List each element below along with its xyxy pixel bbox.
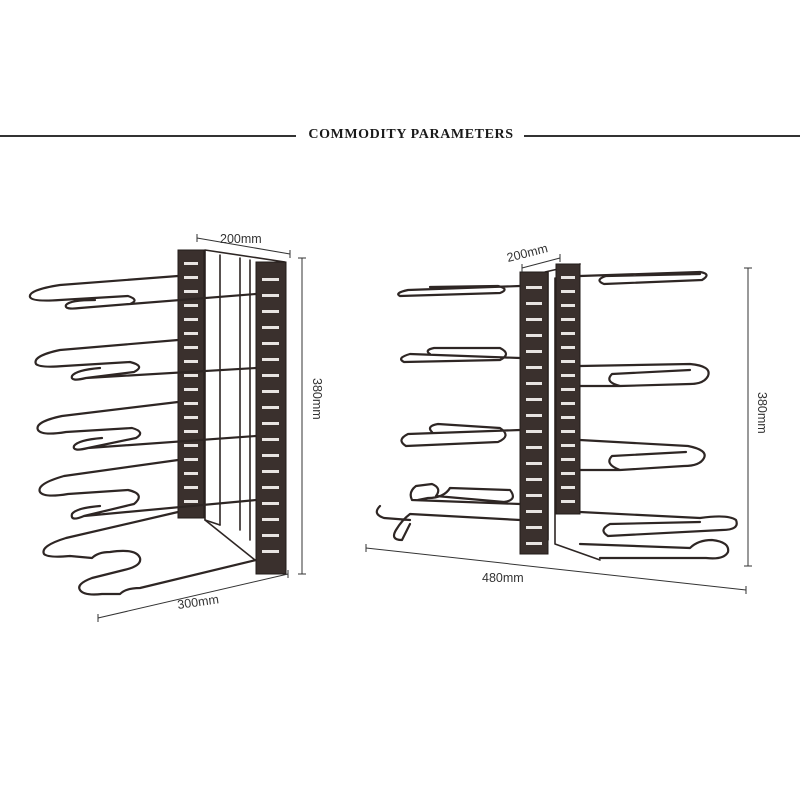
left-rack-dimension-lines	[97, 234, 306, 622]
header-rule-right	[524, 135, 800, 137]
left-width-label: 300mm	[176, 592, 219, 612]
left-rack-front-post	[255, 261, 287, 575]
left-depth-label: 200mm	[220, 232, 262, 246]
header-rule-left	[0, 135, 296, 137]
left-rack-back-post-slots	[184, 262, 198, 503]
right-rack-shelf-wires	[375, 270, 738, 560]
left-rack-shelf-wires	[28, 274, 258, 596]
right-rack-front-post-slots	[526, 286, 542, 545]
right-width-label: 480mm	[482, 571, 524, 585]
left-pan-rack-image	[28, 234, 306, 622]
right-pan-rack-image	[365, 254, 752, 594]
right-rack-back-post-slots	[561, 276, 575, 503]
left-rack-front-post-slots	[262, 278, 279, 553]
right-rack-dimension-lines	[365, 254, 752, 594]
right-height-label: 380mm	[755, 392, 769, 434]
left-height-label: 380mm	[310, 378, 324, 420]
section-title: COMMODITY PARAMETERS	[308, 127, 514, 142]
right-depth-label: 200mm	[505, 241, 549, 265]
